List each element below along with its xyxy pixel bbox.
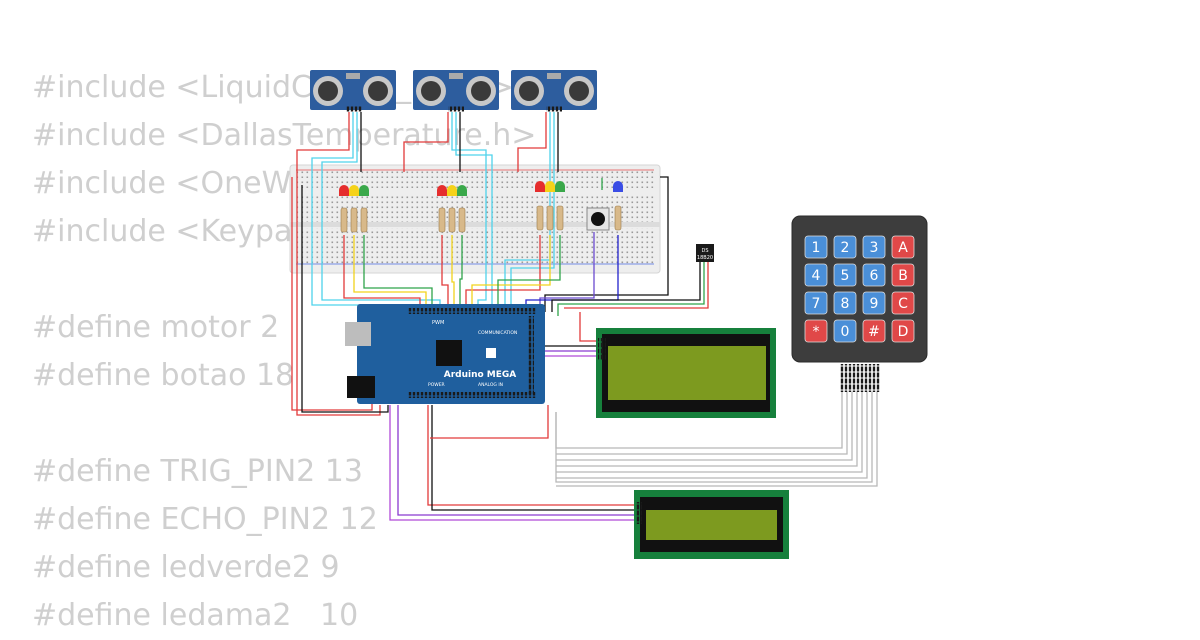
svg-text:DS: DS bbox=[701, 248, 708, 254]
keypad-key-label: 9 bbox=[870, 296, 879, 312]
code-line: #define TRIG_PIN2 13 bbox=[32, 454, 363, 489]
keypad-key: 4 bbox=[804, 263, 828, 287]
keypad-key-label: C bbox=[898, 296, 908, 312]
keypad-key-label: 0 bbox=[841, 324, 850, 340]
keypad-key-label: * bbox=[813, 324, 820, 340]
lcd-display-1 bbox=[596, 328, 776, 418]
keypad-key: # bbox=[862, 319, 886, 343]
keypad-key: 7 bbox=[804, 291, 828, 315]
arduino-title: Arduino MEGA bbox=[444, 370, 517, 380]
resistors bbox=[340, 205, 622, 233]
keypad-key-label: 5 bbox=[841, 268, 850, 284]
keypad-key: C bbox=[891, 291, 915, 315]
led-blue bbox=[613, 181, 623, 192]
keypad-key-label: 6 bbox=[870, 268, 879, 284]
svg-text:18B20: 18B20 bbox=[697, 255, 713, 261]
keypad-key: 5 bbox=[833, 263, 857, 287]
keypad-key: D bbox=[891, 319, 915, 343]
ultrasonic-sensor-3 bbox=[511, 70, 597, 112]
code-line: #include <DallasTemperature.h> bbox=[32, 118, 537, 153]
keypad-key: 9 bbox=[862, 291, 886, 315]
keypad-key-label: # bbox=[868, 324, 880, 340]
lcd-display-2 bbox=[634, 490, 789, 559]
code-line: #define ECHO_PIN2 12 bbox=[32, 502, 378, 537]
keypad-key: B bbox=[891, 263, 915, 287]
code-line: #define motor 2 bbox=[32, 310, 280, 345]
keypad-key-label: D bbox=[898, 324, 909, 340]
keypad-key: 8 bbox=[833, 291, 857, 315]
keypad-key-label: 1 bbox=[812, 240, 821, 256]
keypad-4x4: 1 2 3 A 4 5 6 B 7 8 9 C * 0 # D bbox=[791, 215, 928, 392]
push-button bbox=[586, 207, 610, 231]
keypad-key: * bbox=[804, 319, 828, 343]
ultrasonic-sensor-2 bbox=[413, 70, 499, 112]
ultrasonic-sensor-1 bbox=[310, 70, 396, 112]
keypad-key: 6 bbox=[862, 263, 886, 287]
arduino-mega-board: PWM COMMUNICATION Arduino MEGA POWER ANA… bbox=[345, 304, 545, 404]
keypad-key-label: 4 bbox=[812, 268, 821, 284]
keypad-key-label: B bbox=[898, 268, 908, 284]
keypad-key-label: 2 bbox=[841, 240, 850, 256]
keypad-key: 2 bbox=[833, 235, 857, 259]
keypad-key-label: 7 bbox=[812, 296, 821, 312]
keypad-key: 3 bbox=[862, 235, 886, 259]
arduino-comm-label: COMMUNICATION bbox=[478, 330, 517, 336]
keypad-key: A bbox=[891, 235, 915, 259]
arduino-analog-label: ANALOG IN bbox=[478, 382, 503, 388]
led-group-2 bbox=[437, 185, 467, 196]
led-group-1 bbox=[339, 185, 369, 196]
code-line: #define ledama2 10 bbox=[32, 598, 359, 633]
code-line: #define botao 18 bbox=[32, 358, 295, 393]
keypad-key: 0 bbox=[833, 319, 857, 343]
arduino-pwm-label: PWM bbox=[432, 320, 444, 326]
keypad-key-label: A bbox=[898, 240, 908, 256]
code-line: #define ledverde2 9 bbox=[32, 550, 340, 585]
keypad-key-label: 8 bbox=[841, 296, 850, 312]
led-group-3 bbox=[535, 181, 565, 192]
breadboard bbox=[289, 164, 661, 274]
temperature-sensor: DS 18B20 bbox=[696, 244, 714, 262]
arduino-power-label: POWER bbox=[428, 382, 445, 388]
keypad-key: 1 bbox=[804, 235, 828, 259]
keypad-key-label: 3 bbox=[870, 240, 879, 256]
